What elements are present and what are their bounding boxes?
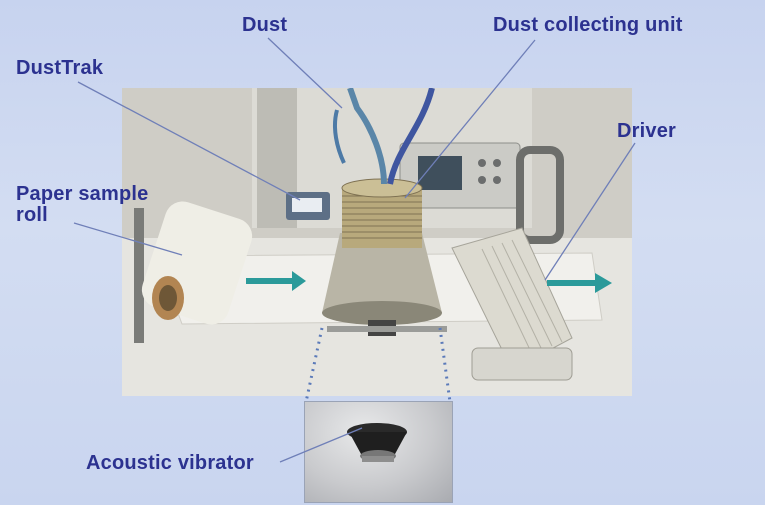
label-dust: Dust [242, 14, 288, 36]
dust-collecting-unit-device [322, 178, 447, 336]
apparatus-photo [122, 88, 632, 396]
label-acoustic-vibrator: Acoustic vibrator [86, 452, 254, 474]
apparatus-illustration [122, 88, 632, 396]
dusttrak-device [286, 192, 330, 220]
acoustic-vibrator-illustration [347, 423, 407, 462]
label-dust-collecting-unit: Dust collecting unit [493, 14, 683, 36]
flow-arrow-left [246, 271, 306, 291]
label-dusttrak: DustTrak [16, 57, 104, 79]
left-frame [134, 208, 144, 343]
label-driver: Driver [617, 120, 677, 142]
driver-device [451, 227, 573, 381]
label-paper-sample-roll: Paper sample roll [16, 183, 149, 226]
acoustic-vibrator-inset [304, 401, 453, 503]
